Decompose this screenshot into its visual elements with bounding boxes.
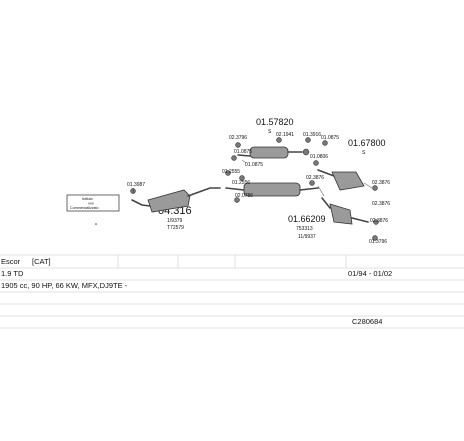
front-catalyst: [147, 189, 191, 213]
small-ref-11: 01.0806: [310, 154, 328, 160]
clamp-9: [313, 160, 319, 166]
small-ref-12: 01.0875: [321, 135, 339, 141]
front-pipe: [131, 199, 151, 207]
box-line-1: Istituto: [82, 197, 93, 201]
row3-specs: 1905 cc, 90 HP, 66 KW, MFX,DJ9TE -: [1, 281, 128, 290]
row2-years: 01/94 - 01/02: [348, 269, 392, 278]
front-outlet-pipe: [187, 187, 221, 197]
clamp-10: [309, 180, 315, 186]
rear-silencer-upper: [331, 171, 365, 191]
clamp-2: [235, 142, 241, 148]
clamp-8: [239, 175, 245, 181]
clamp-4: [276, 137, 282, 143]
rear-inlet-pipe: [317, 169, 335, 177]
box-line-2: von: [88, 202, 94, 206]
ref-label-main: 01.57820: [256, 117, 294, 127]
small-ref-13: 02.3876: [372, 180, 390, 186]
mid-inlet-pipe: [225, 187, 245, 191]
ref-sub-front-1: 1/9379: [167, 218, 183, 224]
leader-4: [363, 182, 373, 189]
small-ref-14: 02.3876: [372, 201, 390, 207]
small-ref-8: 02.0786: [235, 193, 253, 199]
mid-outlet-pipe: [299, 187, 319, 191]
clamp-14: [372, 235, 378, 241]
row5-code: C280684: [352, 317, 382, 326]
clamp-6: [322, 140, 328, 146]
small-ref-4: 01.0875: [245, 162, 263, 168]
ref-sub-mid-1: 753313: [296, 226, 313, 232]
ref-sub-mid-2: 11/9937: [298, 234, 316, 240]
leader-3: [317, 185, 325, 197]
small-ref-7: 01.2555: [222, 169, 240, 175]
dot-marker: [95, 223, 97, 225]
clamp-7: [225, 170, 231, 176]
small-ref-2: 02.3796: [229, 135, 247, 141]
row1-model: Escor: [1, 257, 21, 266]
small-ref-10: 02.3876: [306, 175, 324, 181]
ref-label-rear: 01.67800: [348, 138, 386, 148]
small-ref-5: 02.1941: [276, 132, 294, 138]
clamp-3: [231, 155, 237, 161]
clamp-12: [372, 185, 378, 191]
small-ref-3: 01.0875: [234, 149, 252, 155]
row2-engine: 1.9 TD: [1, 269, 24, 278]
clamp-13: [373, 219, 379, 225]
rear-silencer-lower: [329, 203, 353, 225]
clamp-11: [234, 197, 240, 203]
small-ref-1: 01.3987: [127, 182, 145, 188]
row1-cat: [CAT]: [32, 257, 51, 266]
ref-sub-front-2: T72579: [167, 225, 184, 231]
upper-inlet-pipe: [237, 154, 251, 157]
small-ref-9: 01.2556: [232, 180, 250, 186]
upper-silencer: [249, 146, 289, 159]
small-ref-15: 02.3876: [370, 218, 388, 224]
leader-1: [132, 187, 135, 195]
ref-label-mid: 01.66209: [288, 214, 326, 224]
ref-sub-rear: S: [362, 150, 366, 156]
small-ref-6: 01.3916: [303, 132, 321, 138]
hanger-top: [302, 148, 310, 156]
ref-sub-main: S: [268, 129, 272, 135]
box-line-3: Commercializzato: [70, 206, 99, 210]
clamp-5: [305, 137, 311, 143]
rear-tailpipe: [351, 217, 369, 223]
leader-2: [241, 159, 247, 164]
rear-lower-inlet: [321, 197, 331, 209]
manufacturer-box: [66, 194, 120, 212]
small-ref-16: 01.3796: [369, 239, 387, 245]
